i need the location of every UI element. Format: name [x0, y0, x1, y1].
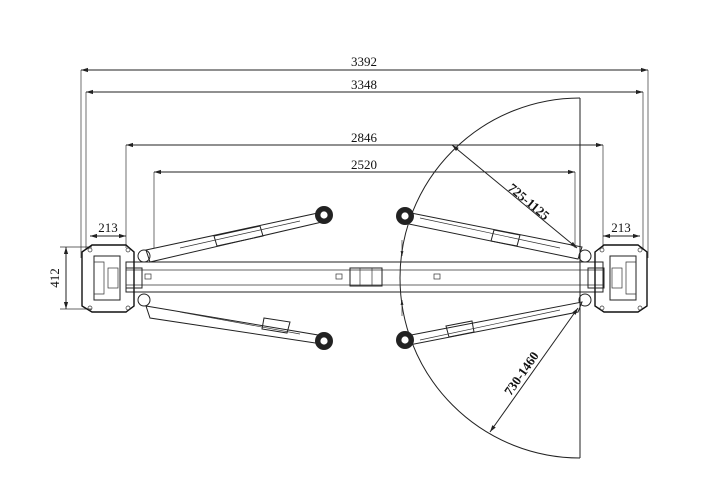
dimension-column-left: 213: [90, 220, 126, 239]
dimension-overall-width: 3392: [80, 54, 649, 258]
right-lower-arm: [396, 301, 583, 349]
left-upper-arm: [145, 206, 333, 263]
dimension-label-short-arm-reach: 725-1125: [505, 180, 553, 223]
left-column: [81, 244, 151, 313]
dimension-label-post-span: 3348: [351, 77, 377, 92]
right-upper-arm: [396, 207, 583, 260]
dimension-label-outer-track: 2846: [351, 130, 378, 145]
dimension-label-column-right: 213: [611, 220, 631, 235]
right-column: [578, 244, 648, 313]
left-lower-arm: [145, 305, 333, 350]
dimension-column-right: 213: [603, 220, 640, 239]
dimension-label-long-arm-reach: 730-1460: [501, 349, 542, 398]
dimension-outer-track: 2846: [125, 130, 604, 248]
dimension-label-inner-track: 2520: [351, 157, 377, 172]
dimension-post-span: 3348: [85, 77, 644, 250]
floor-crossbar: [125, 261, 604, 293]
arm-swing-arc: [399, 97, 581, 459]
dimension-short-arm-reach: 725-1125: [451, 144, 578, 249]
dimension-label-column-left: 213: [98, 220, 118, 235]
dimension-column-depth: 412: [47, 246, 92, 310]
dimension-label-overall-width: 3392: [351, 54, 377, 69]
dimension-label-column-depth: 412: [47, 268, 62, 288]
